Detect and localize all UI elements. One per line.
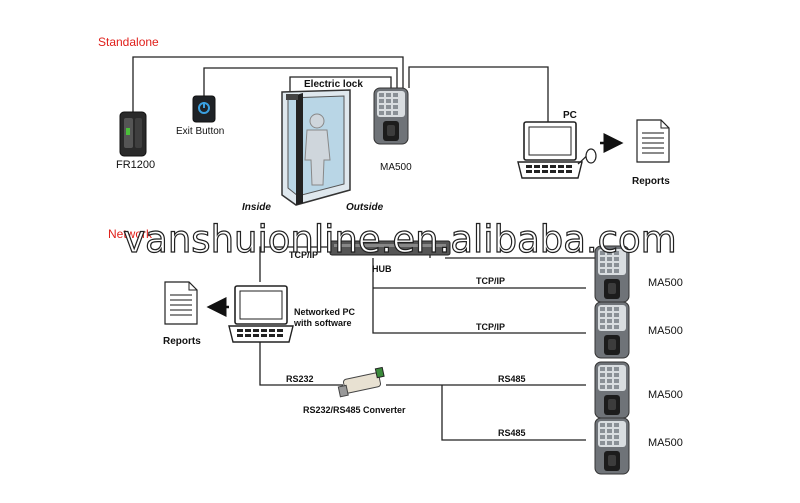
electric-lock-label: Electric lock: [304, 79, 363, 90]
networked-pc-laptop-icon: [228, 285, 294, 343]
inside-label: Inside: [242, 202, 271, 213]
exit-button-icon: [192, 95, 216, 123]
network-report-document-icon: [164, 281, 198, 325]
mouse-icon: [577, 148, 597, 165]
standalone-section-label: Standalone: [98, 35, 159, 49]
watermark-text: vanshuionline.en.alibaba.com: [123, 218, 676, 261]
networked-pc-label-line2: with software: [293, 318, 352, 328]
ma500-network-label-2: MA500: [648, 325, 683, 337]
tcpip-label-1: TCP/IP: [476, 276, 505, 286]
rs232-rs485-converter-icon: [337, 366, 385, 398]
ma500-device-icon: [373, 87, 409, 145]
ma500-network-label-4: MA500: [648, 437, 683, 449]
ma500-network-device-4-icon: [594, 417, 630, 475]
converter-label: RS232/RS485 Converter: [303, 405, 406, 415]
fr1200-label: FR1200: [116, 159, 155, 171]
networked-pc-label-line1: Networked PC: [294, 307, 356, 317]
tcpip-label-2: TCP/IP: [476, 322, 505, 332]
pc-label: PC: [563, 110, 577, 121]
report-document-icon: [636, 119, 670, 163]
ma500-network-label-3: MA500: [648, 389, 683, 401]
ma500-label: MA500: [380, 162, 412, 173]
hub-icon: [329, 240, 451, 256]
rs232-label: RS232: [286, 374, 314, 384]
rs485-label-1: RS485: [498, 374, 526, 384]
network-wiring: [259, 246, 595, 441]
tcpip-label-pc: TCP/IP: [289, 250, 318, 260]
door-with-electric-lock-icon: [281, 89, 351, 206]
fr1200-reader-icon: [119, 111, 147, 157]
ma500-network-label-1: MA500: [648, 277, 683, 289]
ma500-network-device-2-icon: [594, 301, 630, 359]
exit-button-label: Exit Button: [176, 126, 224, 137]
network-section-label: Network: [108, 227, 153, 241]
network-reports-label: Reports: [163, 336, 201, 347]
pc-laptop-icon: [517, 121, 583, 179]
ma500-network-device-3-icon: [594, 361, 630, 419]
rs485-label-2: RS485: [498, 428, 526, 438]
outside-label: Outside: [346, 202, 384, 213]
hub-label: HUB: [372, 264, 392, 274]
standalone-wiring: [132, 56, 549, 122]
reports-label: Reports: [632, 176, 670, 187]
